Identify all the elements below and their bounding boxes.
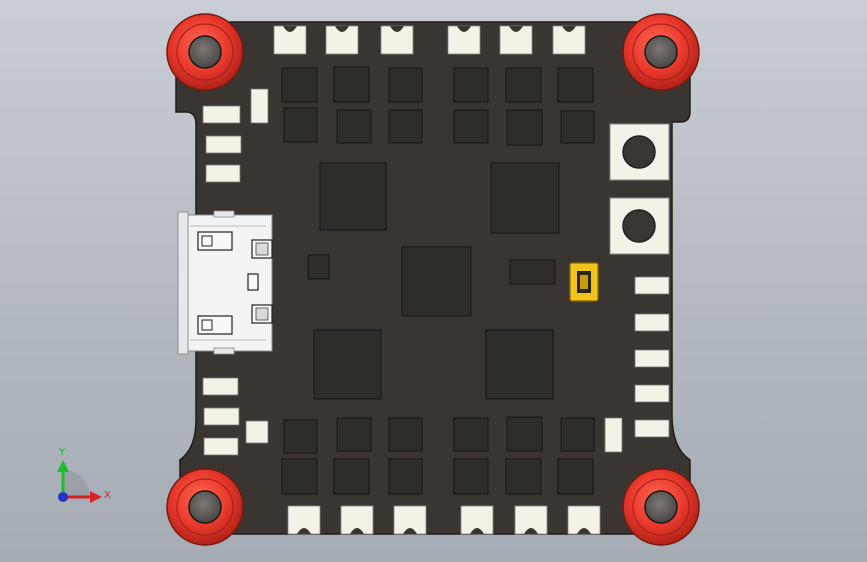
usb-connector-icon xyxy=(177,210,273,355)
solder-pad xyxy=(205,135,242,154)
solder-pad xyxy=(634,384,670,403)
solder-pad xyxy=(202,105,241,124)
ic-chip-top-right xyxy=(490,162,560,234)
mount-hole-top-left xyxy=(166,13,244,91)
solder-pad xyxy=(634,276,670,295)
axis-triad-icon: Y X xyxy=(57,447,111,503)
ic-chip-top-left xyxy=(319,162,387,231)
mosfet xyxy=(505,458,542,495)
mosfet xyxy=(333,66,370,103)
mcu-chip xyxy=(401,246,472,317)
power-pad-bottom xyxy=(609,197,670,255)
mosfet xyxy=(557,458,594,495)
mosfet xyxy=(453,109,489,144)
mount-hole-top-right xyxy=(622,13,700,91)
mosfet xyxy=(281,67,318,103)
edge-pad xyxy=(567,505,601,535)
smd-component xyxy=(604,417,623,453)
mosfet xyxy=(336,417,372,452)
axis-y-label: Y xyxy=(58,447,66,458)
boot-button[interactable] xyxy=(569,262,599,302)
mosfet xyxy=(505,67,542,103)
mosfet xyxy=(453,67,489,103)
smd-component xyxy=(245,420,269,444)
solder-pad xyxy=(203,437,239,456)
left-solder-pads xyxy=(202,88,269,456)
mosfet xyxy=(560,417,595,452)
right-solder-pads xyxy=(604,276,670,453)
mosfet xyxy=(336,109,372,144)
mosfet xyxy=(388,417,423,452)
mosfet xyxy=(283,419,318,454)
ic-chip-bottom-left xyxy=(313,329,382,400)
ic-chip-bottom-right xyxy=(485,329,554,400)
ic-chips xyxy=(307,162,560,400)
solder-pad xyxy=(634,419,670,438)
solder-pad xyxy=(205,164,241,183)
mosfet xyxy=(506,109,543,146)
solder-pad xyxy=(634,313,670,332)
solder-pad xyxy=(203,407,240,426)
mosfet xyxy=(283,107,318,143)
mosfet xyxy=(557,67,594,103)
mosfet xyxy=(453,417,489,452)
small-ic xyxy=(307,254,330,280)
mount-hole-bottom-left xyxy=(166,468,244,546)
solder-pad xyxy=(202,377,239,396)
top-mosfet-array xyxy=(281,66,595,146)
axis-x-label: X xyxy=(104,490,111,501)
mosfet xyxy=(388,458,423,495)
top-edge-pads xyxy=(273,25,586,55)
mosfet xyxy=(453,458,489,495)
power-pads xyxy=(609,123,670,255)
mosfet xyxy=(281,458,318,495)
pad-hole-icon xyxy=(622,209,656,243)
pad-hole-icon xyxy=(622,135,656,169)
bottom-mosfet-array xyxy=(281,416,595,495)
mosfet xyxy=(560,110,595,144)
mount-hole-bottom-right xyxy=(622,468,700,546)
bottom-edge-pads xyxy=(287,505,601,535)
smd-component xyxy=(250,88,269,124)
oscillator-chip xyxy=(509,259,556,285)
mosfet xyxy=(333,458,370,495)
mosfet xyxy=(388,109,423,144)
mosfet xyxy=(388,67,423,103)
mosfet xyxy=(506,416,543,452)
solder-pad xyxy=(634,349,670,368)
